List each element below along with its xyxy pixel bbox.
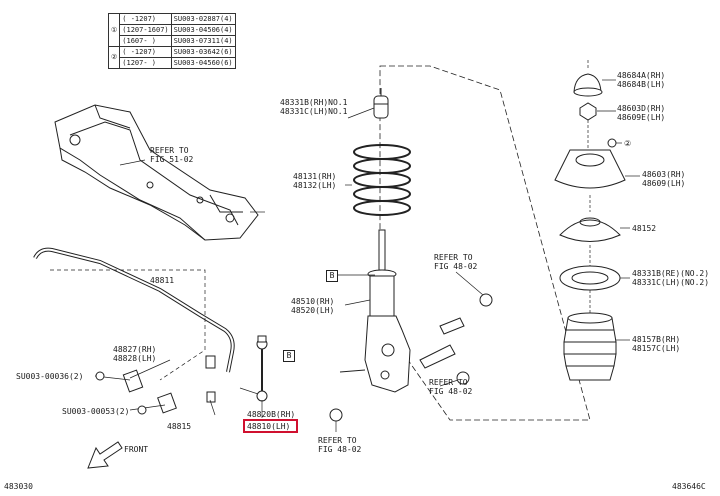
table-row: (1607- ) SU003-07311(4) (109, 35, 236, 47)
circle-2-marker: ② (624, 139, 632, 148)
part-48811-label: 48811 (150, 276, 175, 285)
figure-id-left: 483030 (4, 482, 33, 491)
part-48157-label: 48157B(RH) 48157C(LH) (632, 335, 681, 353)
part-48827-label: 48827(RH) 48828(LH) (113, 345, 157, 363)
crossmember-drawing (54, 104, 259, 241)
box-b-marker: B (283, 350, 295, 362)
front-label: FRONT (124, 445, 149, 454)
strut-bolts-drawing (329, 293, 493, 422)
table-row: (1207- ) SU003-04560(6) (109, 57, 236, 69)
table-cell-mark: ① (107, 13, 121, 47)
part-48331-no1-label: 48331B(RH)NO.1 48331C(LH)NO.1 (280, 98, 348, 116)
stabilizer-bar-drawing (33, 247, 235, 414)
table-cell-part: SU003-04560(6) (170, 57, 236, 69)
table-cell-part: SU003-02887(4) (170, 13, 236, 25)
shock-absorber-drawing (339, 229, 411, 393)
table-row: (1207-1607) SU003-04506(4) (109, 24, 236, 36)
part-48815-label: 48815 (167, 422, 192, 431)
part-48152-label: 48152 (632, 224, 657, 233)
part-48820b-label: 48820B(RH) (247, 410, 296, 419)
table-cell-part: SU003-07311(4) (170, 35, 236, 47)
part-48810-label[interactable]: 48810(LH) (247, 422, 291, 431)
front-arrow (87, 441, 123, 469)
bump-stop-drawing (373, 88, 389, 119)
bolt-su003-00036-label: SU003-00036(2) (16, 372, 84, 381)
part-48510-label: 48510(RH) 48520(LH) (291, 297, 335, 315)
part-48131-label: 48131(RH) 48132(LH) (293, 172, 337, 190)
stabilizer-link-drawing (256, 335, 268, 402)
table-cell-mark: ② (107, 46, 121, 69)
part-48603d-label: 48603D(RH) 48609E(LH) (617, 104, 666, 122)
table-cell-part: SU003-03642(6) (170, 46, 236, 58)
table-cell-range: (1207- ) (119, 57, 172, 69)
upper-mount-components-drawing (554, 73, 626, 381)
table-cell-part: SU003-04506(4) (170, 24, 236, 36)
refer-fig-48-label-a: REFER TO FIG 48-02 (434, 253, 478, 271)
refer-fig-51-label: REFER TO FIG 51-02 (150, 146, 194, 164)
table-row: ① ( -1207) SU003-02887(4) (107, 13, 236, 47)
part-48603-label: 48603(RH) 48609(LH) (642, 170, 686, 188)
bolt-su003-00053-label: SU003-00053(2) (62, 407, 130, 416)
part-48331-no2-label: 48331B(RE)(NO.2) 48331C(LH)(NO.2) (632, 269, 710, 287)
table-row: ② ( -1207) SU003-03642(6) (107, 46, 236, 69)
coil-spring-drawing (353, 144, 411, 216)
table-cell-range: (1207-1607) (119, 24, 172, 36)
table-cell-range: ( -1207) (119, 46, 172, 58)
part-48684-label: 48684A(RH) 48684B(LH) (617, 71, 666, 89)
highlighted-part-box[interactable] (243, 419, 298, 433)
figure-id-right: 483646C (672, 482, 706, 491)
table-cell-range: ( -1207) (119, 13, 172, 25)
bolt-reference-table: ① ( -1207) SU003-02887(4) (1207-1607) SU… (107, 13, 236, 69)
refer-fig-48-label-c: REFER TO FIG 48-02 (318, 436, 362, 454)
table-cell-range: (1607- ) (119, 35, 172, 47)
refer-fig-48-label-b: REFER TO FIG 48-02 (429, 378, 473, 396)
box-b-marker: B (326, 270, 338, 282)
